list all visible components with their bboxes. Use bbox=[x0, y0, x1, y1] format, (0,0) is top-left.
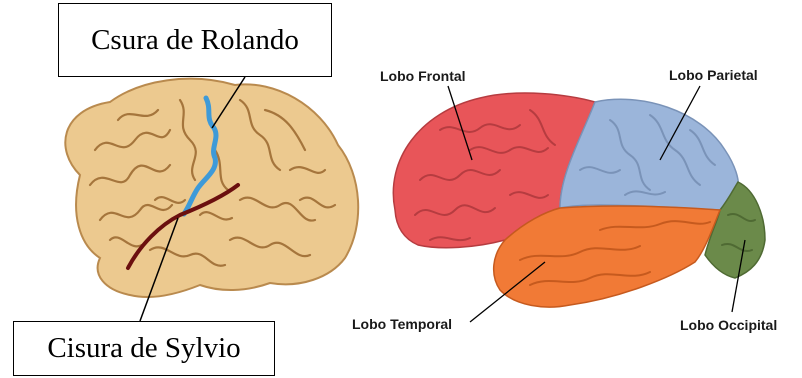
rolando-callout-box: Csura de Rolando bbox=[58, 3, 332, 77]
parietal-lobe-label: Lobo Parietal bbox=[669, 67, 758, 83]
temporal-lobe-label: Lobo Temporal bbox=[352, 316, 452, 332]
rolando-callout-label: Csura de Rolando bbox=[91, 24, 299, 57]
left-brain bbox=[65, 77, 358, 321]
left-brain-body bbox=[65, 79, 358, 297]
right-brain bbox=[393, 86, 765, 322]
occipital-lobe-label: Lobo Occipital bbox=[680, 317, 777, 333]
sylvio-callout-box: Cisura de Sylvio bbox=[13, 321, 275, 376]
sylvio-callout-label: Cisura de Sylvio bbox=[47, 332, 240, 365]
frontal-lobe-label: Lobo Frontal bbox=[380, 68, 466, 84]
